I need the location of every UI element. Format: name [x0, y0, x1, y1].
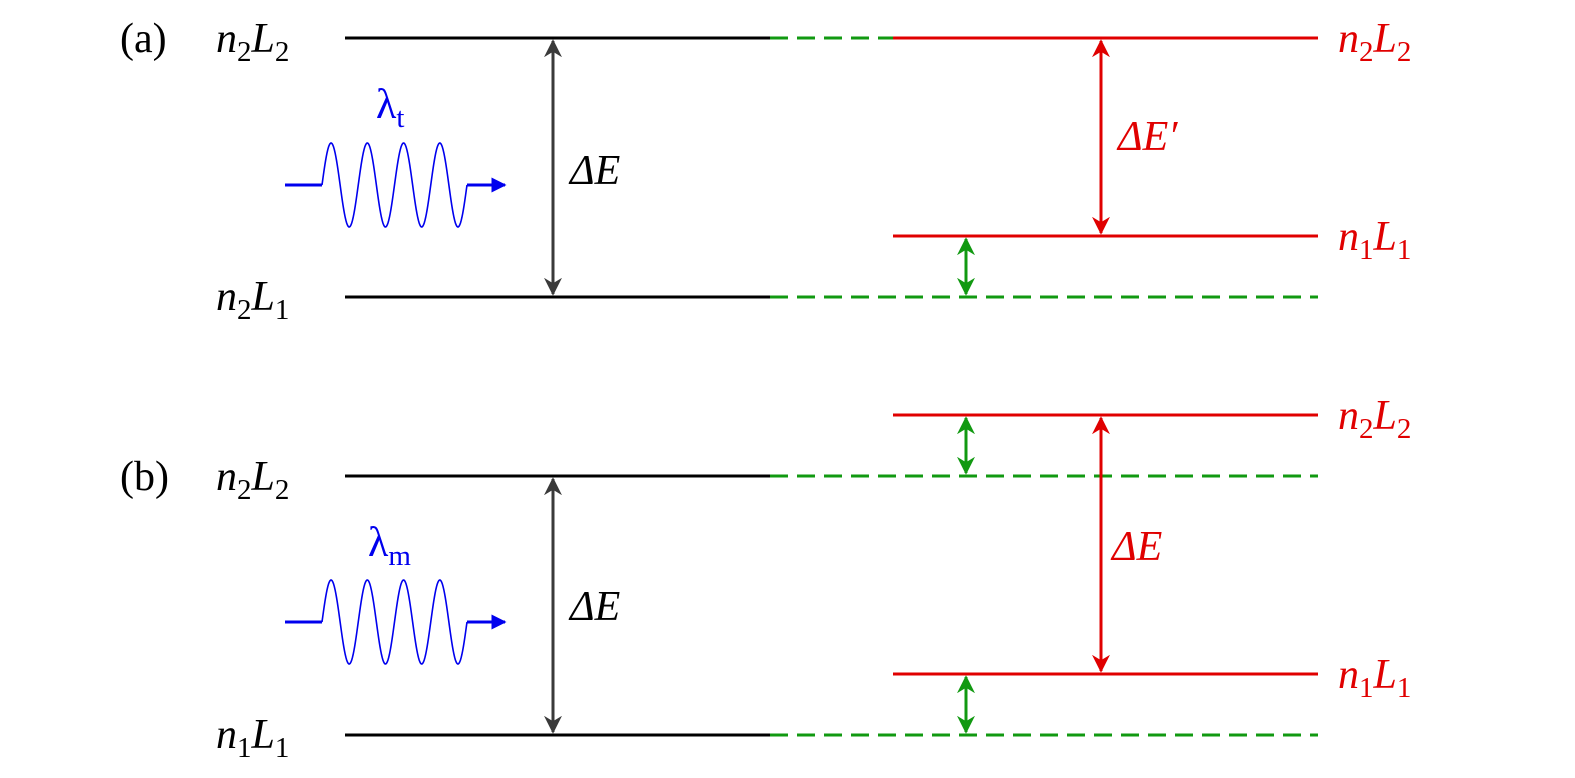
panel-b-tag: (b) — [120, 454, 169, 500]
panel-a-delta-e: ΔE — [568, 148, 620, 194]
panel-a-tag: (a) — [120, 16, 167, 62]
panel-a-wave-label: λt — [376, 82, 404, 134]
panel-b-right-lower-label: n1L1 — [1338, 652, 1411, 704]
photon-wave-b — [321, 579, 468, 665]
panel-a-delta-e-prime: ΔE′ — [1116, 114, 1178, 160]
panel-b-left-lower-label: n1L1 — [216, 712, 289, 764]
panel-b-wave-label: λm — [368, 520, 411, 572]
panel-a-right-upper-label: n2L2 — [1338, 16, 1411, 68]
panel-b-delta-e-red: ΔE — [1110, 524, 1162, 570]
panel-b: (b) n2L2 n1L1 ΔE ΔE n2L2 n1L1 λm — [120, 393, 1411, 764]
panel-a-left-lower-label: n2L1 — [216, 274, 289, 326]
panel-b-delta-e: ΔE — [568, 584, 620, 630]
photon-wave-a — [321, 142, 468, 228]
panel-b-left-upper-label: n2L2 — [216, 454, 289, 506]
panel-a-left-upper-label: n2L2 — [216, 16, 289, 68]
panel-b-right-upper-label: n2L2 — [1338, 393, 1411, 445]
panel-a-right-lower-label: n1L1 — [1338, 214, 1411, 266]
panel-a: (a) n2L2 n2L1 ΔE ΔE′ n2L2 n1L1 λt — [120, 16, 1411, 326]
